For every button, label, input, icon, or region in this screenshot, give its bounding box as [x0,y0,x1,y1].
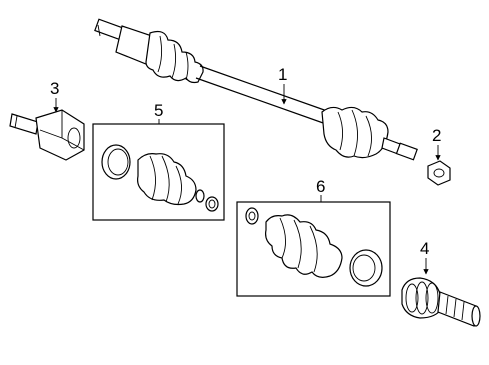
callout-label: 2 [432,126,441,145]
callout-label: 4 [420,239,429,258]
axle-nut: 2 [427,126,451,186]
callout-label: 6 [316,177,325,196]
axle-shaft-assembly: 1 [94,18,418,161]
boot-kit-inner: 5 [92,101,225,221]
callout-label: 1 [278,65,287,84]
boot-kit-outer: 6 [236,177,391,297]
outer-joint: 4 [401,239,481,327]
kit-box [236,201,391,297]
callout-label: 3 [50,79,59,98]
inner-joint: 3 [9,79,85,161]
callout-label: 5 [154,101,163,120]
kit-box [92,123,225,221]
